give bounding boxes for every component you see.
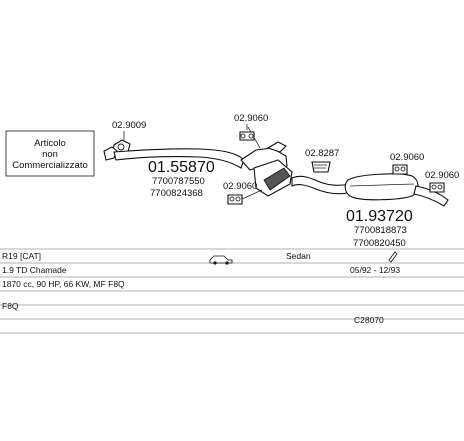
- front-pipe-number: 01.55870: [148, 159, 215, 176]
- hanger-1-number: 02.9060: [234, 113, 268, 124]
- hanger-2-number: 02.9060: [223, 181, 257, 192]
- hanger-4-number: 02.9060: [425, 170, 459, 181]
- bracket-number: 02.8287: [305, 148, 339, 159]
- hanger-part-4[interactable]: 02.9060: [425, 170, 459, 193]
- front-pipe-part[interactable]: 01.55870 7700787550 7700824368: [103, 146, 245, 199]
- rear-silencer-number: 01.93720: [346, 208, 413, 225]
- hanger-3-number: 02.9060: [390, 152, 424, 163]
- middle-silencer-part[interactable]: [240, 126, 293, 197]
- front-pipe-oem-2: 7700824368: [150, 188, 203, 199]
- vehicle-variant: 1.9 TD Chamade: [2, 265, 67, 275]
- rear-silencer-part[interactable]: 01.93720 7700818873 7700820450: [291, 173, 449, 249]
- not-sold-line-1: Articolo: [34, 138, 66, 149]
- vehicle-years: 05/92 - 12/93: [350, 265, 400, 275]
- catalog-code: C28070: [354, 315, 384, 325]
- vehicle-body: Sedan: [286, 251, 311, 261]
- bracket-part[interactable]: 02.8287: [305, 148, 339, 173]
- vehicle-engine: 1870 cc, 90 HP, 66 KW, MF F8Q: [2, 279, 125, 289]
- vehicle-engine-code: F8Q: [2, 301, 19, 311]
- rear-silencer-oem-1: 7700818873: [354, 225, 407, 236]
- rear-silencer-oem-2: 7700820450: [353, 238, 406, 249]
- not-sold-box: Articolo non Commercializzato: [5, 130, 95, 177]
- not-sold-line-2: non: [42, 149, 58, 160]
- vehicle-model: R19 [CAT]: [2, 251, 41, 261]
- sedan-car-icon: [209, 255, 233, 265]
- clamp-number: 02.9009: [112, 120, 146, 131]
- hanger-part-2[interactable]: 02.9060: [223, 181, 263, 205]
- front-pipe-oem-1: 7700787550: [152, 176, 205, 187]
- hanger-part-1[interactable]: 02.9060: [234, 113, 268, 141]
- info-table: [0, 248, 464, 334]
- not-sold-line-3: Commercializzato: [12, 160, 88, 171]
- hanger-part-3[interactable]: 02.9060: [390, 152, 424, 175]
- edit-icon[interactable]: [388, 251, 398, 263]
